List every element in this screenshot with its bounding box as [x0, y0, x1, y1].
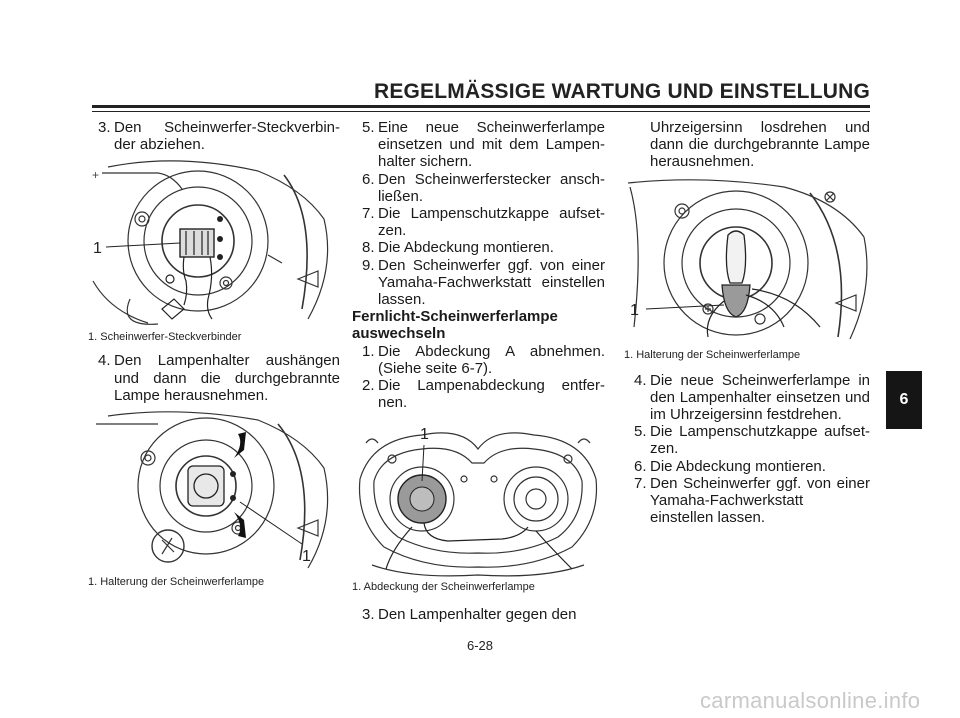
step-2: 2.Die Lampenabdeckung entfer-nen. [362, 377, 605, 412]
header-rule-thin [92, 111, 870, 112]
figure-headlight-cover: 1 [358, 426, 598, 577]
figure-lamp-holder: 1 [96, 411, 329, 569]
figure-caption: 1. Halterung der Scheinwerferlampe [624, 348, 801, 361]
figure-callout: 1 [302, 548, 311, 565]
figure-callout: 1 [420, 426, 429, 443]
figure-caption: 1. Halterung der Scheinwerferlampe [88, 576, 265, 589]
column-left: 3.Den Scheinwerfer-Steckverbin-der abzie… [88, 119, 340, 589]
figure-caption: 1. Abdeckung der Scheinwerferlampe [352, 581, 535, 594]
step-5: 5.Die Lampenschutzkappe aufset-zen. [634, 423, 870, 458]
step-4: 4.Die neue Scheinwerferlampe in den Lamp… [634, 371, 870, 424]
figure-caption: 1. Scheinwerfer-Steckverbinder [88, 331, 242, 344]
step-7: 7.Die Lampenschutzkappe aufset-zen. [362, 205, 605, 240]
page-number: 6-28 [466, 638, 494, 653]
step-1: 1.Die Abdeckung A abnehmen. (Siehe seite… [362, 342, 605, 377]
watermark: carmanualsonline.info [700, 688, 921, 713]
step-3: 3.Den Scheinwerfer-Steckverbin-der abzie… [98, 119, 340, 154]
figure-callout: 1 [630, 302, 639, 319]
figure-headlight-connector: 1 + [92, 160, 329, 326]
step-3-continued: Uhrzeigersinn losdrehen und dann die dur… [650, 119, 870, 171]
column-middle: 5.Eine neue Scheinwerferlampe einsetzen … [352, 119, 605, 624]
page-title: REGELMÄSSIGE WARTUNG UND EINSTELLUNG [373, 80, 870, 103]
step-5: 5.Eine neue Scheinwerferlampe einsetzen … [362, 119, 605, 171]
step-7: 7.Den Scheinwerfer ggf. von einer Yamaha… [634, 474, 870, 527]
svg-text:+: + [92, 168, 99, 182]
step-6: 6.Die Abdeckung montieren. [634, 457, 826, 475]
chapter-tab[interactable]: 6 [886, 371, 922, 429]
figure-high-beam-holder: 1 [627, 178, 868, 339]
step-9: 9.Den Scheinwerfer ggf. von einer Yamaha… [362, 256, 605, 309]
figure-callout: 1 [93, 240, 102, 257]
step-6: 6.Den Scheinwerferstecker ansch-ließen. [362, 170, 605, 205]
step-8: 8.Die Abdeckung montieren. [362, 239, 554, 257]
step-3b: 3.Den Lampenhalter gegen den [362, 606, 577, 624]
column-right: Uhrzeigersinn losdrehen und dann die dur… [624, 119, 870, 526]
section-heading: Fernlicht-Scheinwerferlampe auswechseln [352, 308, 558, 343]
header-rule [92, 105, 870, 108]
step-4: 4.Den Lampenhalter aushängen und dann di… [98, 352, 340, 404]
